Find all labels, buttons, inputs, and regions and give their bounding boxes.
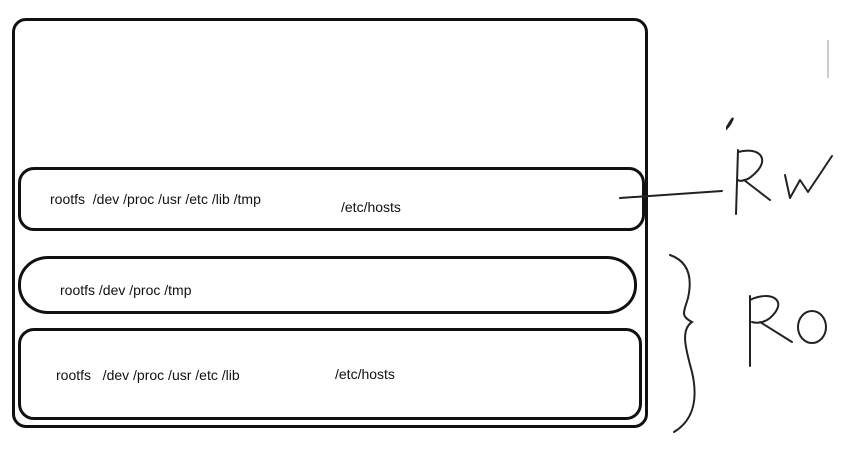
layer-ro-lower-hosts: /etc/hosts (335, 366, 395, 382)
layer-ro-lower-box (18, 328, 642, 420)
ro-label-strokes (749, 295, 827, 367)
layer-ro-upper-paths: rootfs /dev /proc /tmp (60, 282, 192, 298)
rw-accent-mark (726, 117, 734, 131)
ro-brace (669, 254, 696, 433)
layer-ro-lower-paths: rootfs /dev /proc /usr /etc /lib (56, 367, 240, 383)
rw-label-strokes (735, 149, 833, 215)
container-outline (12, 18, 648, 428)
layer-rw-hosts: /etc/hosts (341, 199, 401, 215)
layer-ro-upper-box (18, 256, 637, 314)
layer-rw-paths: rootfs /dev /proc /usr /etc /lib /tmp (50, 191, 261, 207)
layer-rw-box (18, 167, 645, 231)
